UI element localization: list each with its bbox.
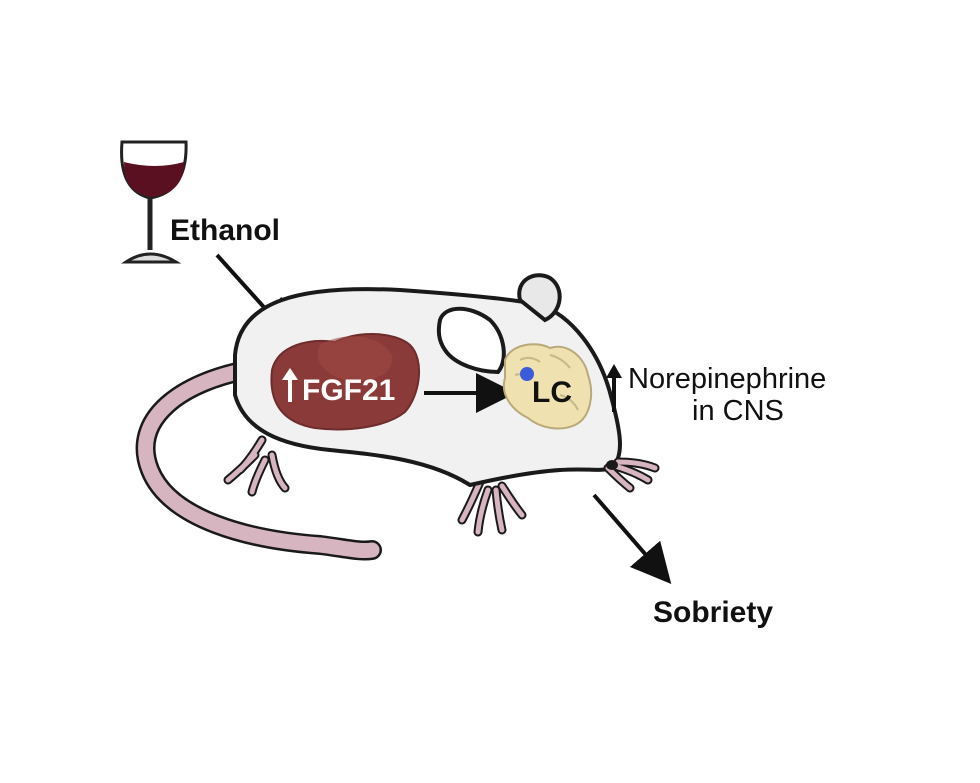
mouse-nose [606, 460, 618, 470]
ethanol-label: Ethanol [170, 214, 280, 247]
front-paw-upper [603, 457, 660, 493]
norepinephrine-label-line2: in CNS [692, 395, 784, 427]
sobriety-label: Sobriety [653, 596, 773, 629]
lc-label: LC [532, 376, 572, 409]
norepinephrine-label-line1: Norepinephrine [628, 363, 826, 395]
fgf21-label: FGF21 [302, 374, 395, 407]
front-paw-lower [457, 477, 527, 537]
mouse-ear-front [436, 306, 506, 375]
wine-glass-icon [120, 140, 188, 264]
to-sobriety-arrow [592, 493, 672, 585]
lc-dot [520, 367, 534, 381]
back-paw [223, 435, 290, 497]
wine-liquid [124, 162, 184, 197]
fgf21-up-arrow-icon [282, 368, 298, 402]
norepinephrine-up-arrow-icon [606, 364, 622, 412]
mouse-illustration [135, 273, 660, 561]
liver-icon [270, 333, 421, 431]
mouse-ear-back [517, 273, 562, 323]
brain-icon [502, 343, 593, 430]
